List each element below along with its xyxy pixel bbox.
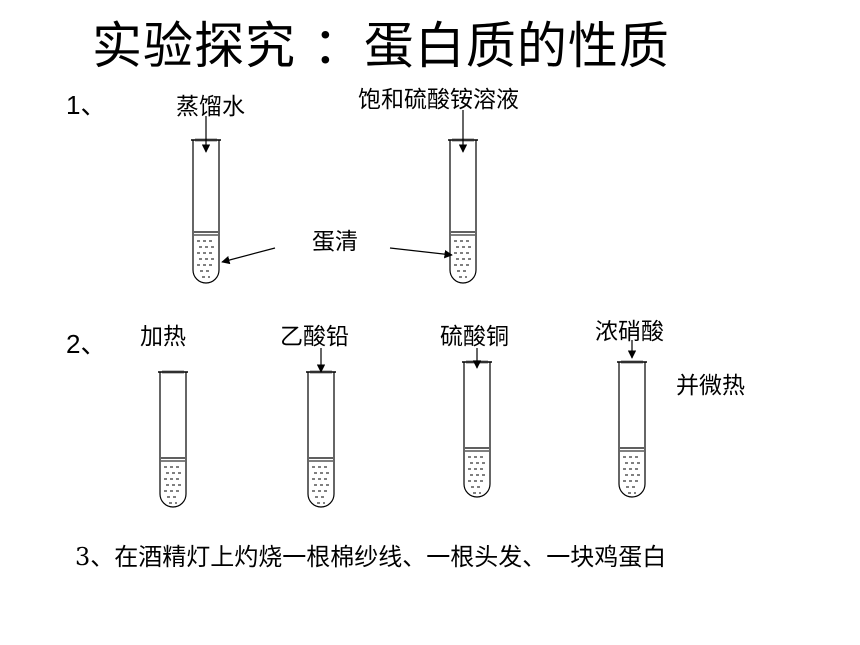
- test-tube-ammonium-sulfate: [446, 138, 480, 285]
- label-lead-acetate: 乙酸铅: [280, 324, 349, 350]
- section-2-number: 2、: [66, 329, 107, 359]
- arrow-egg-white-right: [389, 247, 453, 259]
- section-1-number: 1、: [66, 90, 107, 120]
- label-copper-sulfate: 硫酸铜: [440, 324, 509, 350]
- test-tube-heating: [156, 370, 190, 509]
- label-saturated-ammonium-sulfate: 饱和硫酸铵溶液: [358, 87, 519, 113]
- label-distilled-water: 蒸馏水: [176, 94, 245, 120]
- test-tube-copper-sulfate: [460, 360, 494, 499]
- test-tube-nitric-acid: [615, 360, 649, 499]
- label-heating: 加热: [140, 324, 186, 350]
- label-slight-heating: 并微热: [676, 373, 745, 399]
- label-egg-white: 蛋清: [312, 229, 358, 255]
- arrow-egg-white-left: [221, 247, 276, 265]
- page-title: 实验探究 ：蛋白质的性质: [92, 17, 670, 75]
- test-tube-distilled-water: [189, 138, 223, 285]
- section-3-text: 3、在酒精灯上灼烧一根棉纱线、一根头发、一块鸡蛋白: [75, 543, 667, 571]
- label-concentrated-nitric-acid: 浓硝酸: [595, 319, 664, 345]
- test-tube-lead-acetate: [304, 370, 338, 509]
